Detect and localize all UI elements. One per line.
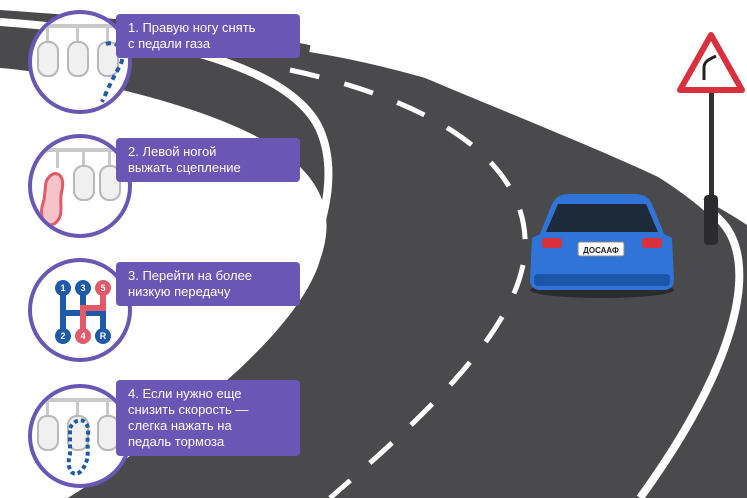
gear-label: 2: [60, 331, 65, 341]
car: ДОСААФ: [530, 194, 674, 298]
step-4-label: 4. Если нужно еще снизить скорость — сле…: [116, 380, 300, 456]
step-3-label: 3. Перейти на более низкую передачу: [116, 262, 300, 306]
road: [0, 10, 747, 498]
gear-label: 4: [80, 331, 85, 341]
gear-label: 1: [60, 283, 65, 293]
gear-shift-icon: 1 2 3 4 5 R: [55, 280, 111, 344]
gear-label: 5: [100, 283, 105, 293]
foot-press-clutch-icon: [36, 148, 126, 227]
step-2-illustration: [28, 134, 132, 238]
step-2-label: 2. Левой ногой выжать сцепление: [116, 138, 300, 182]
gear-label: R: [100, 331, 107, 341]
step-4-illustration: [28, 384, 132, 488]
license-plate: ДОСААФ: [583, 246, 619, 255]
gear-label: 3: [80, 283, 85, 293]
dangerous-curve-sign-icon: [677, 32, 745, 93]
step-3-illustration: 1 2 3 4 5 R: [28, 258, 132, 362]
road-centerline: [289, 67, 528, 498]
step-1-label: 1. Правую ногу снять с педали газа: [116, 14, 300, 58]
foot-release-gas-icon: [36, 24, 126, 103]
sign-pole: [709, 88, 714, 238]
step-1-illustration: [28, 10, 132, 114]
foot-press-brake-icon: [36, 398, 126, 476]
